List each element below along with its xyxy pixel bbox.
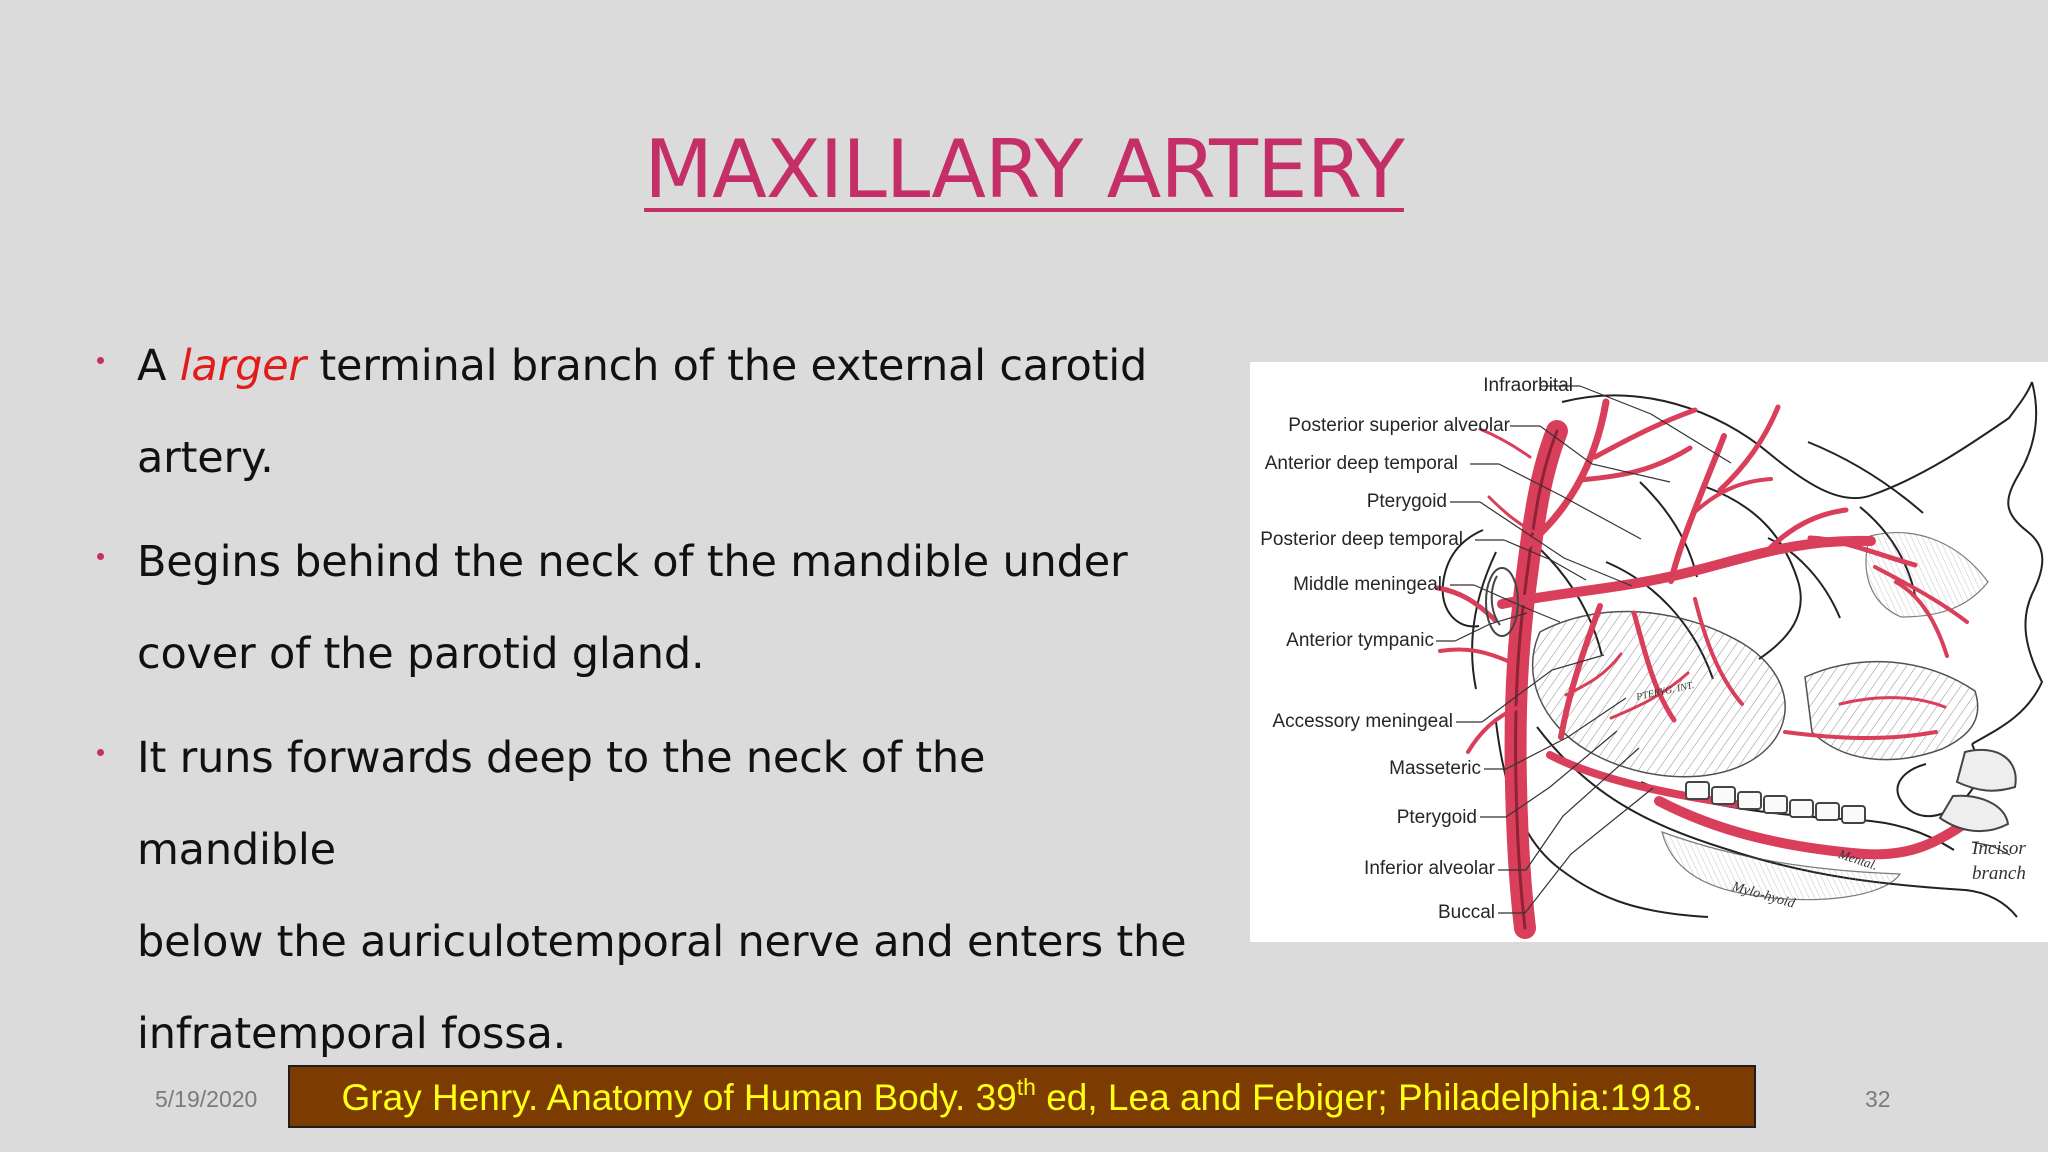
bullet-text: It runs forwards deep to the neck of the… — [137, 733, 986, 875]
label-posterior-deep-temporal: Posterior deep temporal — [1260, 529, 1463, 550]
bullet-list: A larger terminal branch of the external… — [97, 320, 1197, 1092]
bullet-marker — [97, 553, 104, 560]
label-anterior-tympanic: Anterior tympanic — [1286, 630, 1434, 651]
page-number: 32 — [1865, 1086, 1891, 1112]
bullet-item: It runs forwards deep to the neck of the… — [97, 712, 1197, 1080]
bullet-continuation: infratemporal fossa. — [137, 1009, 567, 1059]
label-middle-meningeal: Middle meningeal — [1293, 574, 1442, 595]
bullet-continuation: below the auriculotemporal nerve and ent… — [137, 917, 1187, 967]
bullet-marker — [97, 357, 104, 364]
label-buccal: Buccal — [1437, 902, 1495, 923]
label-pterygoid-upper: Pterygoid — [1366, 491, 1447, 512]
label-masseteric: Masseteric — [1389, 758, 1481, 779]
bullet-item: A larger terminal branch of the external… — [97, 320, 1197, 504]
bullet-emphasis: larger — [179, 341, 306, 391]
facial-shading — [1661, 532, 1989, 901]
anatomical-illustration — [1250, 362, 2048, 942]
bullet-marker — [97, 749, 104, 756]
bullet-continuation: cover of the parotid gland. — [137, 629, 705, 679]
bullet-text-start: A — [137, 341, 180, 391]
label-anterior-deep-temporal: Anterior deep temporal — [1264, 453, 1458, 474]
citation-superscript: th — [1016, 1074, 1036, 1100]
label-accessory-meningeal: Accessory meningeal — [1272, 711, 1453, 732]
label-inferior-alveolar: Inferior alveolar — [1364, 858, 1495, 879]
label-leader-lines — [1436, 385, 2011, 914]
citation-box: Gray Henry. Anatomy of Human Body. 39th … — [288, 1065, 1756, 1128]
ear-outline — [1485, 567, 1519, 637]
lips-outline — [1938, 748, 2017, 833]
label-pterygoid-lower: Pterygoid — [1396, 807, 1477, 828]
bullet-text: Begins behind the neck of the mandible u… — [137, 537, 1128, 587]
label-posterior-superior-alveolar: Posterior superior alveolar — [1288, 415, 1510, 436]
bullet-continuation: artery. — [137, 433, 274, 483]
slide-date: 5/19/2020 — [155, 1086, 258, 1112]
label-infraorbital: Infraorbital — [1483, 375, 1573, 396]
bullet-item: Begins behind the neck of the mandible u… — [97, 516, 1197, 700]
label-incisor: Incisor — [1972, 838, 2026, 859]
label-branch: branch — [1972, 863, 2026, 884]
citation-text: Gray Henry. Anatomy of Human Body. 39 — [341, 1077, 1017, 1118]
maxillary-artery-diagram: Infraorbital Posterior superior alveolar… — [1250, 362, 2048, 942]
bullet-text-end: terminal branch of the external carotid — [305, 341, 1148, 391]
slide-title: MAXILLARY ARTERY — [644, 123, 1405, 216]
citation-text: ed, Lea and Febiger; Philadelphia:1918. — [1035, 1077, 1703, 1118]
teeth-lower — [1685, 781, 1866, 824]
